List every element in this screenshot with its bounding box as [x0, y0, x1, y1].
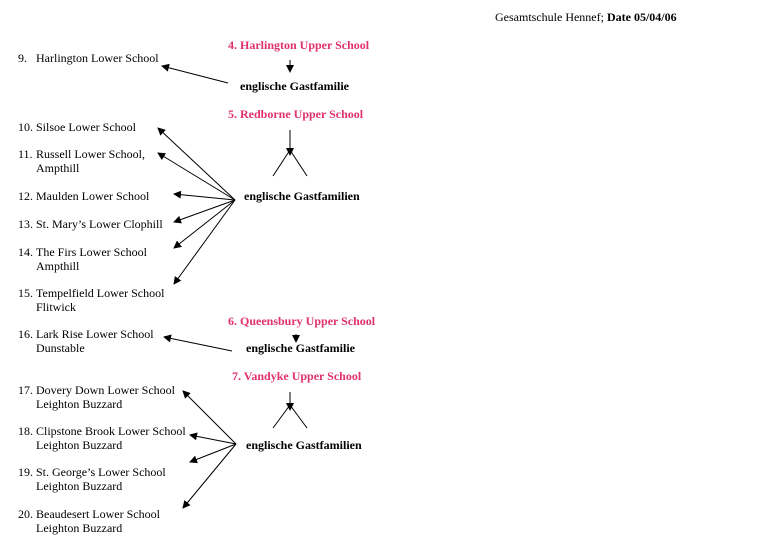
upper-school-harlington: 4. Harlington Upper School — [228, 38, 370, 52]
lower-school-item: 18.Clipstone Brook Lower School Leighton… — [18, 424, 186, 452]
lower-school-item: 16.Lark Rise Lower School Dunstable — [18, 327, 154, 355]
arrow-to-lower-school — [173, 199, 236, 224]
arrow-to-lower-school — [163, 334, 233, 352]
fork-line — [272, 149, 291, 177]
lower-school-item: 20.Beaudesert Lower School Leighton Buzz… — [18, 507, 160, 535]
lower-school-item: 13.St. Mary’s Lower Clophill — [18, 217, 163, 231]
lower-school-item: 12.Maulden Lower School — [18, 189, 150, 203]
arrow-to-lower-school — [173, 190, 236, 201]
host-family-label-vandyke: englische Gastfamilien — [246, 438, 362, 452]
fork-line — [289, 404, 308, 429]
lower-school-item: 15.Tempelfield Lower School Flitwick — [18, 286, 165, 314]
arrow-to-lower-school — [157, 127, 236, 201]
fork-line — [289, 149, 308, 177]
lower-school-item: 19.St. George’s Lower School Leighton Bu… — [18, 465, 166, 493]
header: Gesamtschule Hennef; Date 05/04/06 — [495, 10, 677, 24]
host-family-label-redborne: englische Gastfamilien — [244, 189, 360, 203]
upper-school-queensbury: 6. Queensbury Upper School — [228, 314, 376, 328]
header-school: Gesamtschule Hennef; — [495, 10, 604, 24]
arrow-to-lower-school — [161, 63, 229, 84]
lower-school-item: 14.The Firs Lower School Ampthill — [18, 245, 147, 273]
upper-school-redborne: 5. Redborne Upper School — [228, 107, 364, 121]
host-family-label-queensbury: englische Gastfamilie — [246, 341, 355, 355]
upper-school-vandyke: 7. Vandyke Upper School — [232, 369, 362, 383]
lower-school-item: 11.Russell Lower School, Ampthill — [18, 147, 145, 175]
lower-school-item: 9.Harlington Lower School — [18, 51, 159, 65]
host-family-label-harlington: englische Gastfamilie — [240, 79, 349, 93]
lower-school-item: 10.Silsoe Lower School — [18, 120, 136, 134]
fork-line — [272, 404, 291, 429]
arrow-to-lower-school — [157, 152, 236, 201]
header-date: Date 05/04/06 — [606, 10, 677, 24]
arrow-to-lower-school — [182, 390, 237, 445]
arrow-to-lower-school — [182, 443, 237, 509]
arrow-to-lower-school — [189, 443, 237, 464]
arrow-to-lower-school — [173, 199, 236, 249]
lower-school-item: 17.Dovery Down Lower School Leighton Buz… — [18, 383, 175, 411]
arrow-to-lower-school — [189, 432, 237, 445]
arrow-to-lower-school — [173, 199, 236, 285]
